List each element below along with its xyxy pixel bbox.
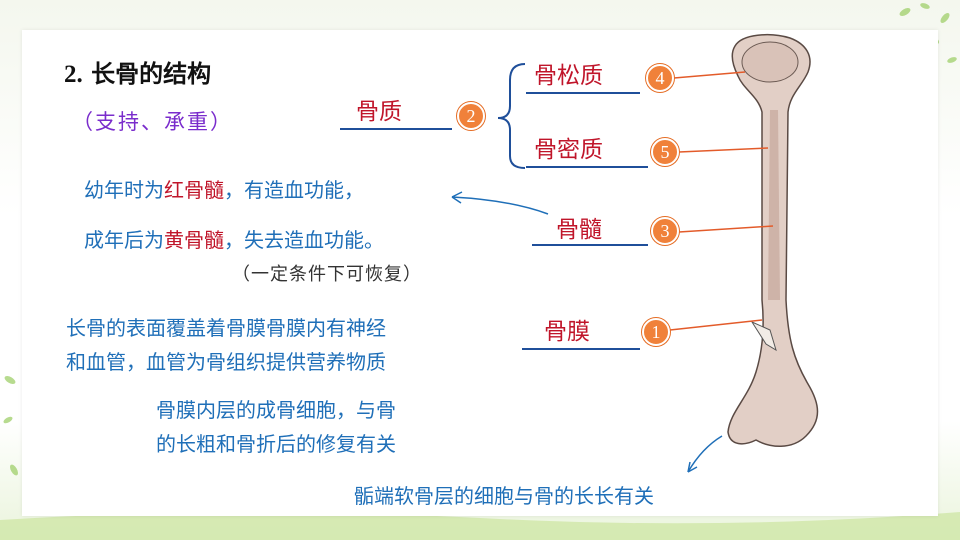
badge-3: 3 bbox=[651, 217, 679, 245]
label-spongy-bone: 骨松质 bbox=[534, 63, 603, 89]
note-epiphysis: 骺端软骨层的细胞与骨的长长有关 bbox=[354, 484, 654, 508]
leader-lines bbox=[669, 71, 774, 331]
yellow-marrow-term: 黄骨髓 bbox=[164, 228, 224, 252]
title-text: 长骨的结构 bbox=[91, 60, 212, 88]
label-periosteum: 骨膜 bbox=[544, 319, 590, 345]
red-marrow-term: 红骨髓 bbox=[164, 178, 224, 202]
note-periosteum-line2: 和血管，血管为骨组织提供营养物质 bbox=[66, 350, 386, 374]
note-marrow-adult: 成年后为黄骨髓，失去造血功能。 bbox=[84, 228, 384, 252]
label-compact-bone: 骨密质 bbox=[534, 137, 603, 163]
note-osteoblast-line1: 骨膜内层的成骨细胞，与骨 bbox=[156, 398, 396, 422]
marrow-cavity bbox=[768, 110, 780, 300]
title-number: 2. bbox=[64, 61, 83, 88]
blank-line-spongy-bone bbox=[526, 92, 640, 94]
blank-line-compact-bone bbox=[526, 166, 648, 168]
note-osteoblast-line2: 的长粗和骨折后的修复有关 bbox=[156, 432, 396, 456]
label-bone-substance: 骨质 bbox=[356, 99, 402, 125]
note-periosteum-line1: 长骨的表面覆盖着骨膜骨膜内有神经 bbox=[66, 316, 386, 340]
bracket bbox=[497, 63, 526, 169]
blue-arrows bbox=[451, 191, 723, 473]
blank-line-marrow bbox=[532, 244, 648, 246]
badge-5: 5 bbox=[651, 138, 679, 166]
badge-1: 1 bbox=[642, 318, 670, 346]
blank-line-periosteum bbox=[522, 348, 640, 350]
badge-2: 2 bbox=[457, 102, 485, 130]
subtitle: （支持、承重） bbox=[72, 110, 233, 134]
note-marrow-youth: 幼年时为红骨髓，有造血功能， bbox=[84, 178, 364, 202]
epiphysis-head bbox=[741, 41, 799, 83]
label-marrow: 骨髓 bbox=[556, 217, 602, 243]
blank-line-bone-substance bbox=[340, 128, 452, 130]
periosteum-flap bbox=[750, 320, 777, 352]
note-recover: （一定条件下可恢复） bbox=[232, 264, 422, 285]
page-title: 2. 长骨的结构 bbox=[64, 54, 211, 89]
badge-4: 4 bbox=[646, 64, 674, 92]
